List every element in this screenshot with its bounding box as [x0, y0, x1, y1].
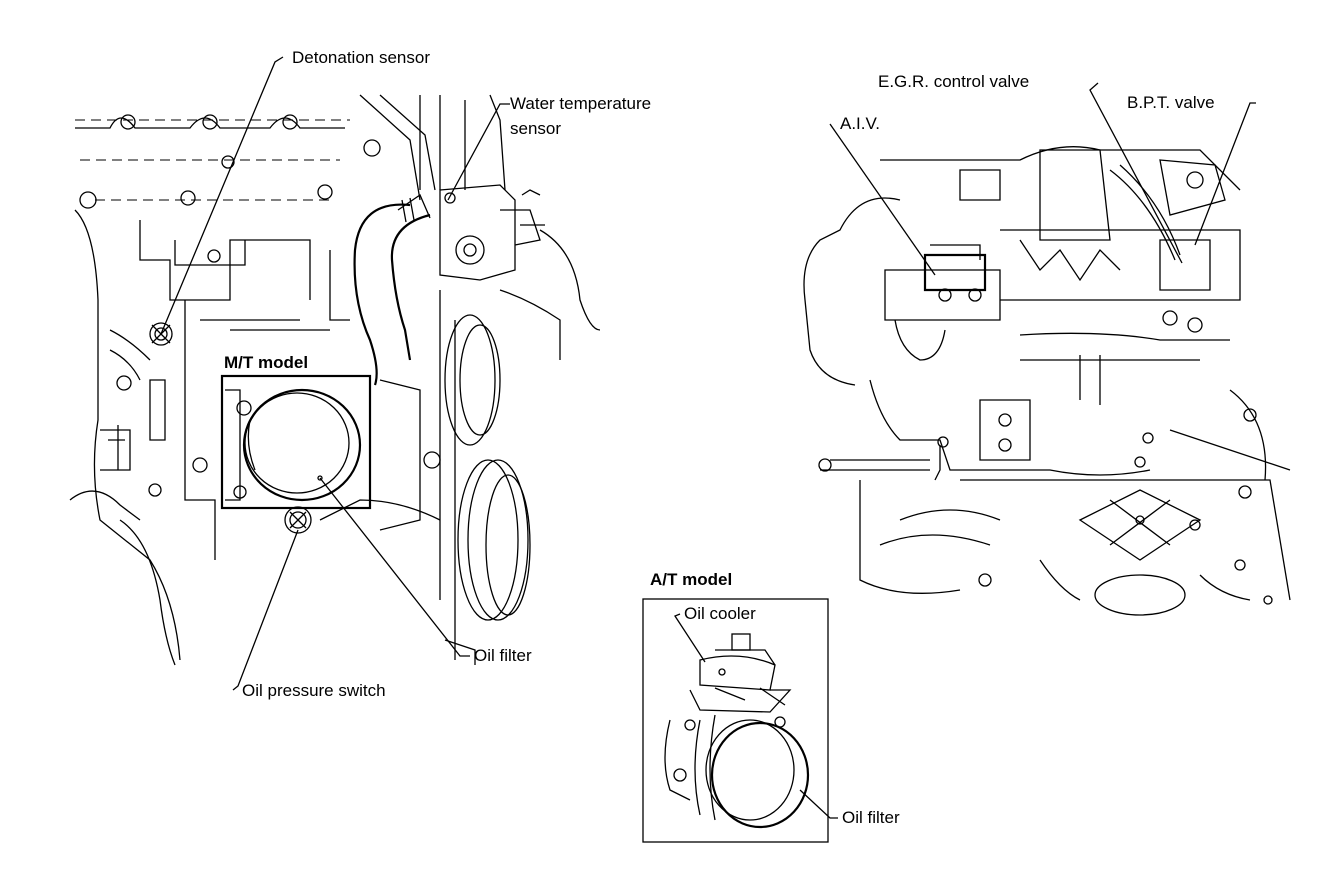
label-at-model: A/T model	[650, 570, 733, 589]
label-oil-filter-mt: Oil filter	[474, 646, 532, 665]
label-detonation-sensor: Detonation sensor	[292, 48, 430, 67]
label-oil-filter-at: Oil filter	[842, 808, 900, 827]
leader-oil-cooler	[674, 613, 706, 663]
leader-bpt-valve	[1194, 102, 1256, 246]
leader-detonation-sensor	[160, 56, 284, 335]
label-mt-model: M/T model	[224, 353, 309, 372]
leader-aiv	[829, 123, 936, 276]
leader-oil-pressure-switch	[232, 529, 299, 691]
label-bpt-valve: B.P.T. valve	[1127, 93, 1215, 112]
label-oil-pressure-switch: Oil pressure switch	[242, 681, 386, 700]
label-oil-cooler: Oil cooler	[684, 604, 756, 623]
leader-oil-filter-mt	[319, 477, 470, 657]
label-water-temperature-sensor-line2: sensor	[510, 119, 562, 138]
label-aiv: A.I.V.	[840, 114, 881, 133]
at-model-inset	[642, 598, 838, 843]
leader-water-temperature-sensor	[447, 103, 510, 201]
label-water-temperature-sensor-line1: Water temperature	[510, 94, 652, 113]
label-egr-control-valve: E.G.R. control valve	[878, 72, 1030, 91]
right-engine-view	[803, 82, 1291, 616]
leader-oil-filter-at	[799, 789, 838, 819]
at-model-frame	[642, 598, 829, 843]
leader-egr-control-valve	[1089, 82, 1183, 264]
left-engine-view	[69, 56, 601, 691]
